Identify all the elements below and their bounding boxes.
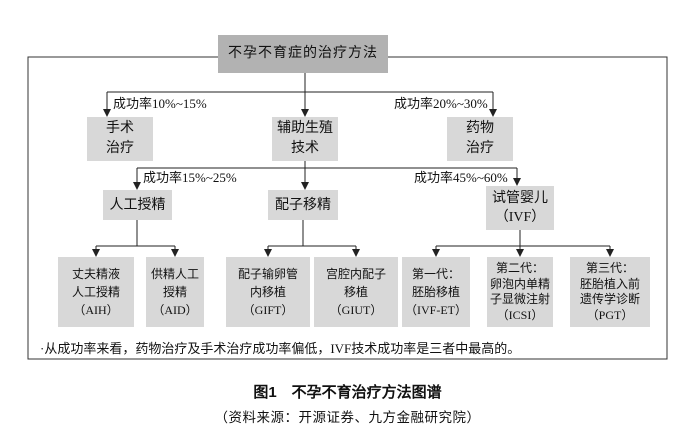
node-ivf: 试管婴儿 （IVF） [486,186,554,230]
arrow-down-icon [171,249,179,257]
node-artificial-insemination: 人工授精 [103,190,172,220]
arrow-down-icon [516,249,524,257]
node-icsi: 第二代： 卵泡内单精 子显微注射 （ICSI） [487,257,553,327]
rate-label-surgery: 成功率10%~15% [113,96,207,111]
arrow-down-icon [301,109,309,117]
arrow-down-icon [606,249,614,257]
node-gift: 配子输卵管 内移植 （GIFT） [226,257,310,327]
arrow-down-icon [92,249,100,257]
node-drug-treatment: 药物 治疗 [447,117,513,161]
node-assisted-reproductive-technology: 辅助生殖 技术 [272,117,338,161]
node-giut: 宫腔内配子 移植 （GIUT） [314,257,398,327]
node-surgical-treatment: 手术 治疗 [87,117,153,161]
arrow-down-icon [513,178,521,186]
connector-paths [95,73,611,250]
figure-note: ·从成功率来看，药物治疗及手术治疗成功率偏低，IVF技术成功率是三者中最高的。 [40,341,521,356]
node-gamete-transfer: 配子移精 [268,190,338,220]
arrow-down-icon [489,109,497,117]
node-aih: 丈夫精液 人工授精 （AIH） [58,257,134,327]
arrow-down-icon [432,249,440,257]
figure-caption: 图1 不孕不育治疗方法图谱 [253,384,442,401]
figure-source: （资料来源：开源证券、九方金融研究院） [214,410,481,425]
arrow-down-icon [352,249,360,257]
arrow-down-icon [264,249,272,257]
node-pgt: 第三代： 胚胎植入前 遗传学诊断 （PGT） [570,257,650,327]
arrow-down-icon [301,182,309,190]
node-treatment-methods: 不孕不育症的治疗方法 [218,35,388,73]
rate-label-drug: 成功率20%~30% [394,96,488,111]
arrow-down-icon [133,182,141,190]
arrow-down-icon [103,109,111,117]
node-aid: 供精人工 授精 （AID） [146,257,204,327]
rate-label-ivf: 成功率45%~60% [414,170,508,185]
rate-label-artificial-insemination: 成功率15%~25% [143,170,237,185]
node-ivf-et: 第一代： 胚胎移植 （IVF-ET） [402,257,470,327]
